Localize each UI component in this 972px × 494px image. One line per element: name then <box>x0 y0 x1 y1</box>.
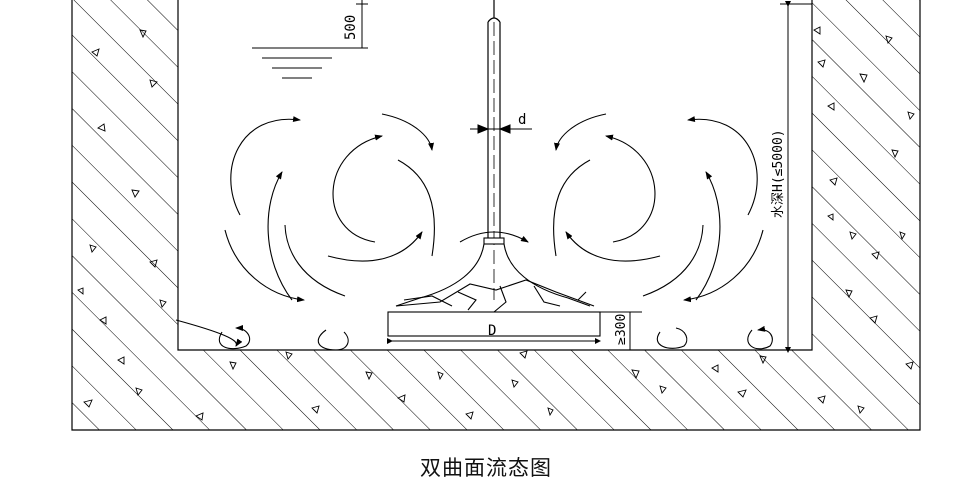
depth-dimension <box>780 1 812 353</box>
mixer-shaft <box>487 0 501 300</box>
shaft-diameter-dimension <box>470 124 532 134</box>
water-surface-symbol <box>252 47 362 79</box>
bottom-eddies <box>219 325 773 351</box>
bottom-clearance-dimension <box>600 311 642 351</box>
shaft-diameter-label: d <box>518 112 526 128</box>
tank-wall <box>71 0 921 431</box>
flow-lines-left <box>175 113 435 347</box>
concrete-aggregate <box>77 26 915 421</box>
bottom-clearance-label: ≥300 <box>614 314 629 345</box>
top-clearance-dimension <box>356 0 368 49</box>
flow-lines-right <box>553 113 764 303</box>
hyperboloid-impeller <box>387 231 601 337</box>
figure-caption: 双曲面流态图 <box>420 456 552 480</box>
impeller-diameter-label: D <box>488 323 496 339</box>
top-clearance-label: 500 <box>343 15 359 40</box>
depth-label: 水深H(≤5000) <box>771 129 786 218</box>
